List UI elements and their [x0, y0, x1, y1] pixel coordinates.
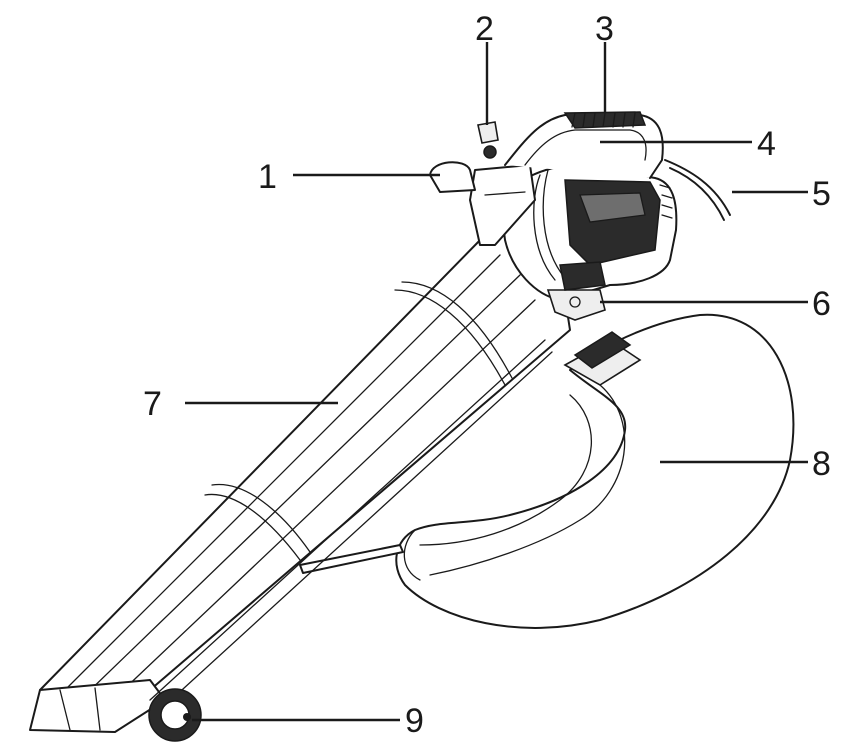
front-handle: [429, 161, 536, 246]
wheel: [148, 688, 202, 742]
strap: [299, 544, 404, 574]
blower-tube: [29, 225, 571, 733]
callout-2: 2: [475, 10, 494, 48]
callout-7: 7: [143, 385, 162, 423]
rear-handle: [504, 111, 664, 179]
callout-4: 4: [757, 125, 776, 163]
collection-bag: [395, 313, 795, 629]
switch-lock: [477, 121, 499, 159]
callout-3: 3: [595, 10, 614, 48]
callout-labels: 1 2 3 4 5 6 7 8 9: [143, 10, 831, 740]
mode-selector-lever: [546, 261, 606, 321]
callout-1: 1: [258, 158, 277, 196]
leader-lines: [185, 42, 808, 722]
motor-housing: [499, 164, 678, 301]
callout-9: 9: [405, 702, 424, 740]
callout-8: 8: [812, 445, 831, 483]
callout-5: 5: [812, 175, 831, 213]
callout-6: 6: [812, 285, 831, 323]
power-cord: [664, 159, 731, 221]
